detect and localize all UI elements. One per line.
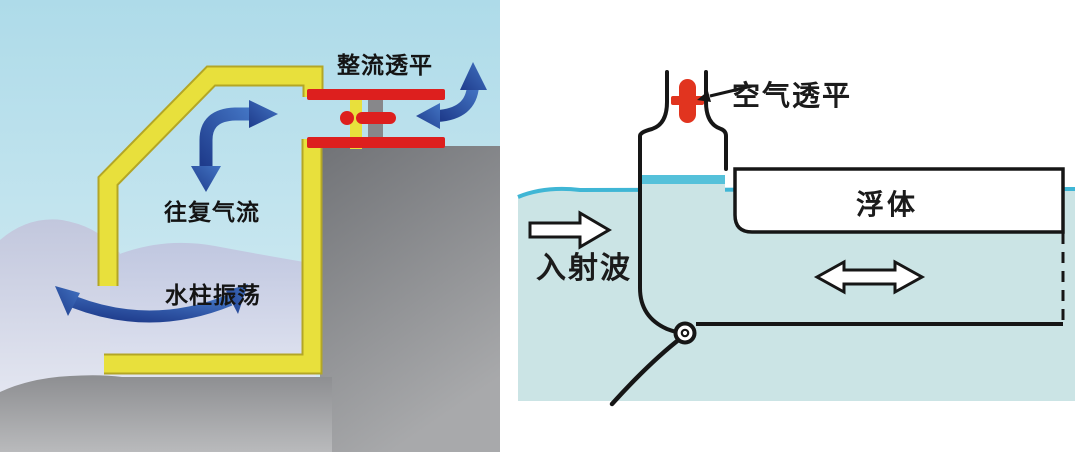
turbine-exhaust-arrow-icon <box>416 62 487 129</box>
air-turbine-label: 空气透平 <box>732 81 853 112</box>
seabed-rock <box>0 375 332 452</box>
oscillation-arrow-icon <box>55 284 248 323</box>
water-column-oscillation-label: 水柱振荡 <box>165 282 261 308</box>
sea-water <box>517 186 1076 401</box>
mooring-line <box>609 335 684 407</box>
hinge-joint <box>673 321 697 345</box>
internal-waterline <box>641 175 725 184</box>
float-body <box>733 167 1065 234</box>
airflow-arrow-icon <box>191 100 278 192</box>
float-body-label: 浮体 <box>856 190 919 221</box>
submerged-outline <box>696 233 1065 326</box>
chamber-outline <box>638 70 728 335</box>
label-pointer-arrow-icon <box>697 84 753 102</box>
rock-cliff <box>320 146 500 452</box>
reciprocating-airflow-label: 往复气流 <box>164 199 260 225</box>
incident-wave-label: 入射波 <box>536 252 632 285</box>
rectifying-turbine-label: 整流透平 <box>337 52 433 78</box>
owc-chamber-structure <box>97 65 362 375</box>
left-diagram-canvas <box>0 0 500 452</box>
right-diagram-floating-owc: 空气透平 浮体 入射波 <box>500 0 1080 452</box>
left-diagram-fixed-owc: 整流透平 往复气流 水柱振荡 <box>0 0 500 452</box>
waterline <box>517 186 1076 199</box>
rectifying-turbine-icon <box>307 89 445 148</box>
right-diagram-canvas <box>517 70 1076 407</box>
surge-motion-arrow-icon <box>813 259 926 295</box>
incident-wave-arrow-icon <box>528 210 612 250</box>
air-turbine-icon <box>671 79 704 123</box>
